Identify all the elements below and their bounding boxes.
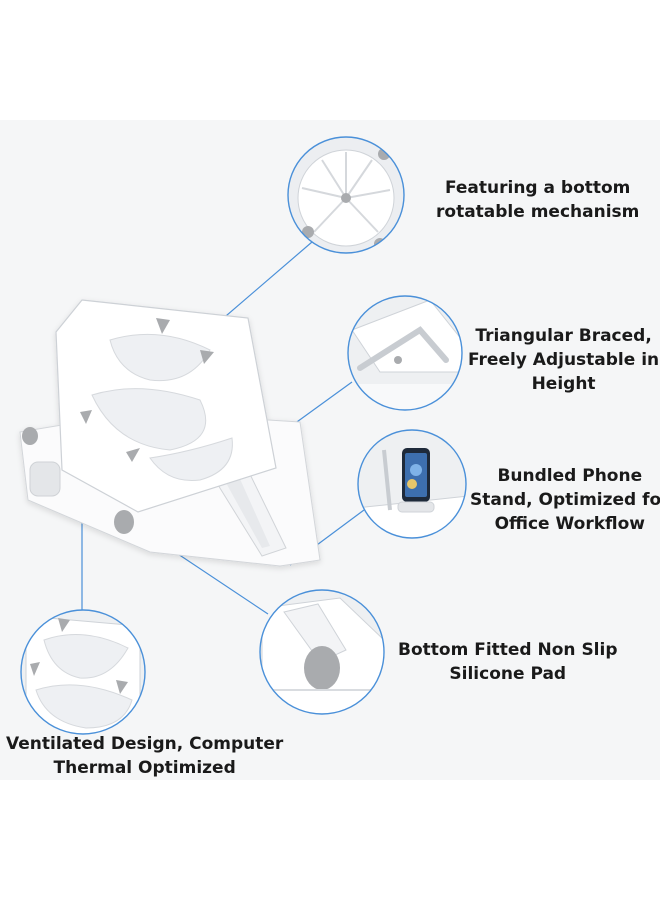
caption-bracing: Triangular Braced, Freely Adjustable in … bbox=[468, 326, 660, 394]
callout-circle-phone bbox=[357, 429, 467, 539]
callout-circle-bracing bbox=[347, 295, 463, 411]
callout-circle-ventilation bbox=[20, 609, 146, 735]
callout-circle-pad bbox=[259, 589, 385, 715]
laptop-stand bbox=[19, 299, 321, 567]
caption-ventilation: Ventilated Design, Computer Thermal Opti… bbox=[6, 734, 284, 778]
vent-cutouts bbox=[91, 333, 233, 482]
silicone-pad bbox=[114, 510, 134, 534]
caption-pad: Bottom Fitted Non Slip Silicone Pad bbox=[398, 640, 618, 684]
caption-phone: Bundled Phone Stand, Optimized for Offic… bbox=[470, 466, 660, 534]
grip-triangles bbox=[80, 318, 214, 462]
base-handle-slot bbox=[29, 461, 61, 497]
caption-rotation: Featuring a bottom rotatable mechanism bbox=[436, 178, 640, 222]
callout-circle-rotation bbox=[287, 136, 405, 254]
